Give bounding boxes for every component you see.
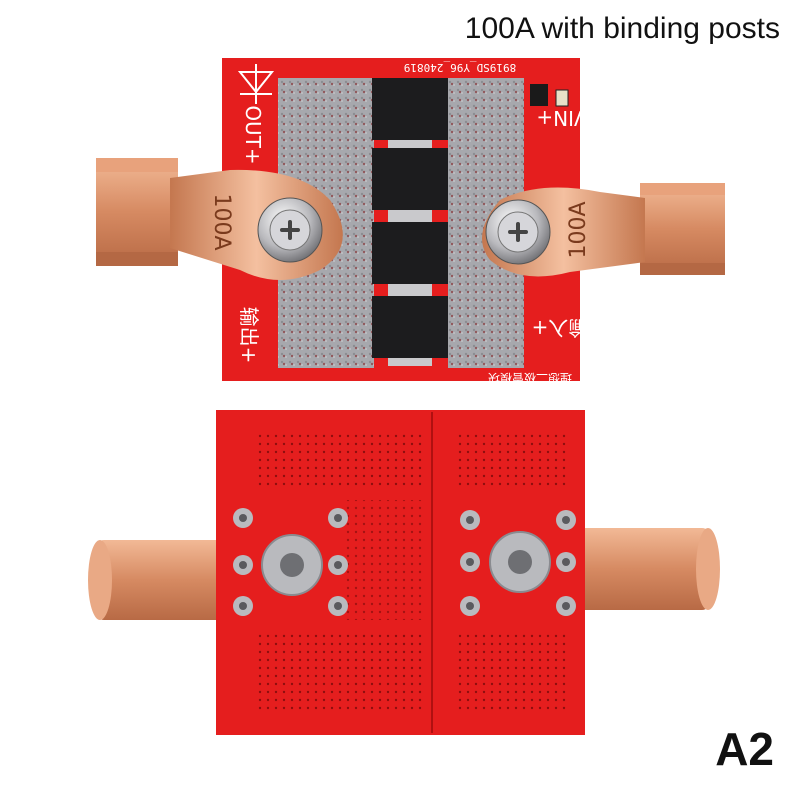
bottom-note: 理想二极管模块 [488, 371, 572, 386]
mosfet-2 [372, 148, 448, 210]
diode-symbol [237, 64, 275, 104]
right-copper-tube [570, 528, 720, 610]
pcb-code: 8919SD_Y96_240819 [404, 61, 517, 74]
mosfet-3 [372, 222, 448, 284]
left-post-cluster [233, 508, 348, 616]
left-lug-rating: 100A [209, 193, 234, 250]
smd-capacitor [555, 89, 569, 107]
right-screw [485, 199, 551, 265]
control-ic [530, 84, 548, 106]
product-caption: 100A with binding posts [464, 12, 780, 45]
out-label: OUT+ [241, 105, 265, 164]
mosfet-stack [372, 78, 448, 366]
in-label: VIN+ [536, 106, 587, 130]
right-lug-rating: 100A [566, 201, 591, 258]
mosfet-4 [372, 296, 448, 358]
top-board: 8919SD_Y96_240819 OUT+ VIN+ 输出+ 输入+ 理想二极… [96, 58, 725, 386]
mosfet-1 [372, 78, 448, 140]
out-cn-label: 输出+ [237, 307, 261, 364]
in-cn-label: 输入+ [532, 316, 589, 340]
variant-label: A2 [715, 723, 774, 775]
left-screw [257, 197, 323, 263]
right-post-cluster [460, 510, 576, 616]
left-copper-tube [88, 540, 226, 620]
bottom-board [88, 410, 720, 735]
